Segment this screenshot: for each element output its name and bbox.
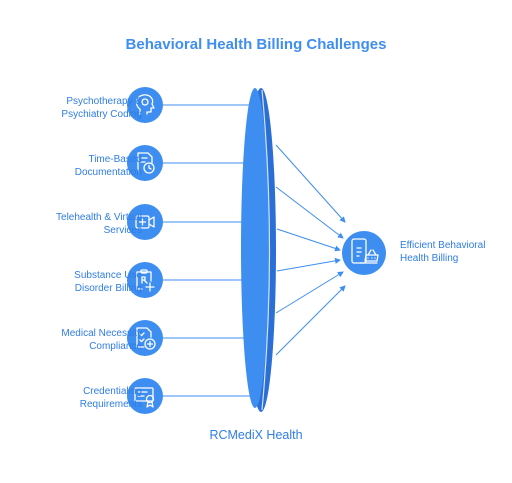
converging-arrows: [275, 144, 346, 356]
challenge-label: Medical Necessity Compliance: [27, 327, 142, 353]
document-clock-icon: [127, 145, 163, 181]
left-connectors: [163, 104, 250, 397]
outcome-label-line: Health Billing: [400, 253, 459, 264]
challenge-label-line: Telehealth & Virtual: [56, 212, 142, 223]
challenge-label: Substance Use Disorder Billing: [27, 269, 142, 295]
challenge-label: Psychotherapy & Psychiatry Coding: [27, 95, 142, 121]
video-camera-plus-icon: [127, 204, 163, 240]
challenge-label-line: Disorder Billing: [74, 283, 142, 294]
challenge-label-line: Substance Use: [74, 270, 142, 281]
challenge-label-line: Requirements: [79, 399, 142, 410]
arrow-line: [276, 257, 341, 272]
outcome-label-line: Efficient Behavioral: [400, 240, 486, 251]
mobile-payment-icon: [342, 231, 386, 275]
challenge-label-line: Services: [103, 225, 142, 236]
page-title: Behavioral Health Billing Challenges: [125, 36, 387, 53]
brand-footer: RCMediX Health: [209, 428, 303, 442]
arrow-line: [275, 285, 346, 356]
focus-lens: [241, 88, 276, 412]
challenge-label-line: Credentialing: [83, 386, 142, 397]
arrow-line: [275, 144, 346, 223]
challenge-label-line: Time-Based: [88, 154, 142, 165]
outcome-label: Efficient Behavioral Health Billing: [400, 239, 510, 265]
challenge-label: Time-Based Documentation: [27, 153, 142, 179]
challenge-label-line: Documentation: [74, 167, 142, 178]
challenge-label: Telehealth & Virtual Services: [27, 211, 142, 237]
challenge-label: Credentialing Requirements: [27, 385, 142, 411]
arrow-line: [275, 186, 344, 239]
challenge-label-line: Psychiatry Coding: [61, 109, 142, 120]
certificate-icon: [127, 378, 163, 414]
arrow-line: [275, 271, 344, 314]
challenge-label-line: Compliance: [89, 341, 142, 352]
prescription-clipboard-icon: [127, 262, 163, 298]
challenge-label-line: Psychotherapy &: [66, 96, 142, 107]
challenge-label-line: Medical Necessity: [61, 328, 142, 339]
checklist-medical-icon: [127, 320, 163, 356]
arrow-line: [276, 228, 341, 252]
head-profile-icon: [127, 87, 163, 123]
